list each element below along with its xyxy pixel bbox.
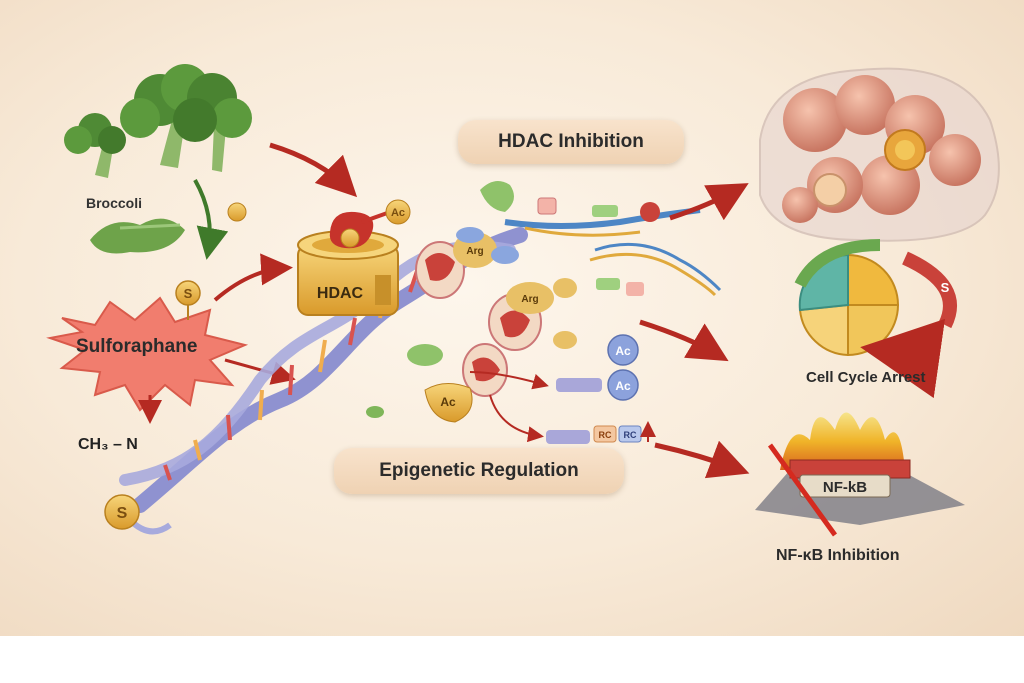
tag-cycle-phase: S bbox=[941, 280, 950, 295]
tag-ac-3: Ac bbox=[440, 395, 456, 409]
arrow-to-nfkb bbox=[654, 440, 750, 479]
molecule-tags: S Ac Ac Ac Ac Arg Arg RC RC S S bbox=[117, 207, 950, 522]
histone-tail-markers bbox=[469, 371, 656, 444]
tag-rc-2: RC bbox=[624, 430, 637, 440]
cell-cycle-wheel-icon bbox=[794, 239, 957, 399]
sulforaphane-label: Sulforaphane bbox=[76, 336, 198, 357]
bottom-margin bbox=[0, 636, 1024, 683]
tag-arg-2: Arg bbox=[521, 294, 538, 305]
cell-cycle-arrest-label: Cell Cycle Arrest bbox=[806, 369, 926, 386]
sulforaphane-burst bbox=[46, 280, 249, 412]
hdac-enzyme-label: HDAC bbox=[317, 285, 364, 302]
tag-ac-1: Ac bbox=[615, 344, 631, 358]
tag-ac-2: Ac bbox=[615, 379, 631, 393]
hdac-inhibition-pill: HDAC Inhibition bbox=[458, 120, 684, 164]
diagram-canvas: S Ac Ac Ac Ac Arg Arg RC RC S S HDAC NF-… bbox=[0, 0, 1024, 636]
diagram-artwork: S Ac Ac Ac Ac Arg Arg RC RC S S HDAC NF-… bbox=[46, 64, 1000, 537]
nfkb-fire-icon bbox=[755, 412, 965, 537]
arrow-sulforaphane-to-hdac bbox=[213, 253, 293, 302]
hdac-inhibition-protein-chain bbox=[480, 181, 722, 297]
tag-s-small: S bbox=[184, 286, 193, 301]
nfkb-badge-label: NF-kB bbox=[823, 479, 867, 496]
tumor-cell-cluster-icon bbox=[759, 67, 1000, 242]
arrow-to-tumor bbox=[669, 183, 749, 221]
acetyl-groups bbox=[607, 334, 639, 401]
tag-rc-1: RC bbox=[599, 430, 612, 440]
nfkb-inhibition-label: NF-κB Inhibition bbox=[776, 547, 900, 564]
arrow-sulforaphane-to-dna bbox=[224, 358, 296, 385]
epigenetic-regulation-pill: Epigenetic Regulation bbox=[334, 448, 624, 494]
arrow-broccoli-to-hdac bbox=[269, 142, 358, 198]
tag-ac-on-hdac: Ac bbox=[391, 207, 405, 219]
tag-arg-1: Arg bbox=[466, 246, 483, 257]
methyl-group-label: CH₃ – N bbox=[78, 436, 138, 453]
arrow-to-cell-cycle bbox=[639, 319, 729, 362]
broccoli-icon bbox=[64, 64, 252, 254]
broccoli-label: Broccoli bbox=[86, 195, 143, 211]
sulforaphane-inhibitor-blob bbox=[329, 199, 411, 249]
tag-dna-tail-s: S bbox=[117, 505, 128, 522]
dna-tail-coin-icon bbox=[104, 494, 140, 530]
inhibition-slash bbox=[767, 443, 838, 537]
sulfur-coin-icon bbox=[227, 202, 247, 222]
arrow-broccoli-to-sulforaphane bbox=[193, 179, 229, 260]
nucleosome-cluster bbox=[366, 227, 577, 423]
